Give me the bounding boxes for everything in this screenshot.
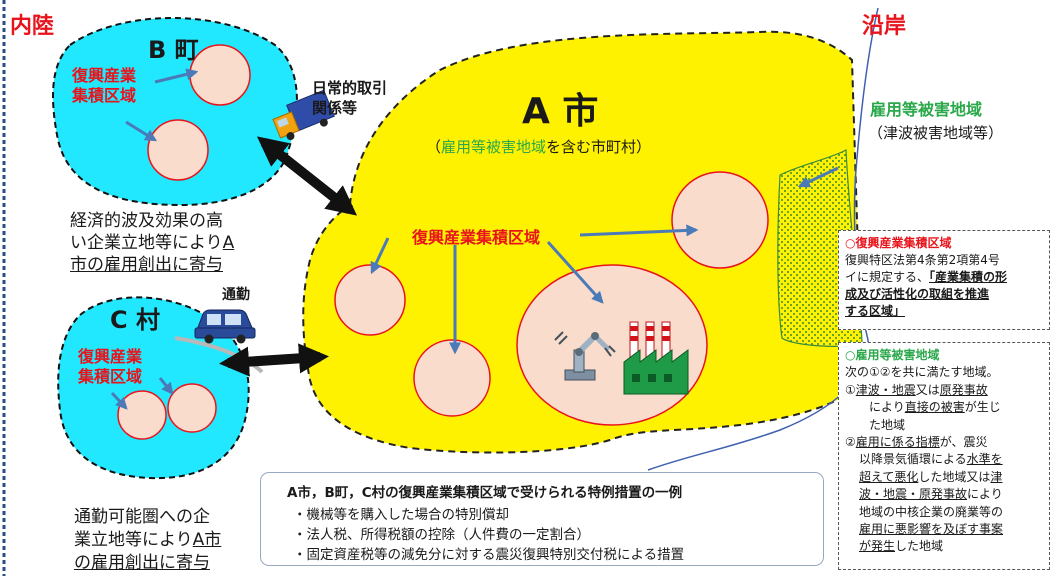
village-c-effect-line-2: 業立地等によりA市 <box>74 530 222 550</box>
zone-circle-a-2 <box>413 339 491 417</box>
note-zone-line-2: イに規定する、「産業集積の形 <box>845 270 1008 284</box>
note-zone-definition: ○復興産業集積区域 復興特区法第4条第2項第4号 イに規定する、「産業集積の形 … <box>838 230 1050 330</box>
note-damage-intro: 次の①②を共に満たす地域。 <box>845 365 999 380</box>
city-a-zone-label: 復興産業集積区域 <box>412 228 541 247</box>
note-zone-line-1: 復興特区法第4条第2項第4号 <box>845 253 1000 267</box>
town-b-zone-label-1: 復興産業 <box>72 66 137 85</box>
village-c-zone-label-1: 復興産業 <box>78 347 143 366</box>
village-c-name: C 村 <box>110 306 160 334</box>
note-damage-c2-line-6: 雇用に悪影響を及ぼす事案 <box>859 522 1004 537</box>
note-damage-c1-line-2: により直接の被害が生じ <box>869 400 1001 415</box>
village-c-effect-line-3: の雇用創出に寄与 <box>74 553 210 573</box>
town-b-name: B 町 <box>148 36 199 64</box>
commute-arrow <box>219 343 329 377</box>
note-zone-heading: ○復興産業集積区域 <box>845 236 952 250</box>
note-damage-c2-line-1: ②雇用に係る指標が、震災 <box>845 435 988 450</box>
special-measures-item: ・固定資産税等の減免分に対する震災復興特別交付税による措置 <box>293 547 685 563</box>
car-icon <box>194 309 256 344</box>
city-a-name: A 市 <box>522 91 599 132</box>
factory-icon <box>623 321 689 395</box>
note-damage-c2-line-2: 以降景気循環による水準を <box>859 452 1003 467</box>
note-damage-definition: ○雇用等被害地域 次の①②を共に満たす地域。 ①津波・地震又は原発事故 により直… <box>838 342 1050 570</box>
town-b-effect-line-1: 経済的波及効果の高 <box>70 211 223 231</box>
note-damage-c1-line-3: た地域 <box>869 417 906 432</box>
zone-circle-c-2 <box>167 383 217 433</box>
village-c-effect-text: 通勤可能圏への企 業立地等によりA市 の雇用創出に寄与 <box>74 506 221 575</box>
special-measures-title: A市，B町，C村の復興産業集積区域で受けられる特例措置の一例 <box>287 485 683 501</box>
zone-circle-b-1 <box>189 44 251 106</box>
damage-area-subtitle: （津波被害地域等） <box>868 124 1004 142</box>
note-damage-c2-line-7: が発生した地域 <box>859 539 944 554</box>
trade-arrow <box>256 136 358 216</box>
region-coast: 沿岸 <box>862 14 907 39</box>
zone-circle-b-2 <box>147 119 209 181</box>
commute-label: 通勤 <box>222 287 250 303</box>
town-b-effect-line-2: い企業立地等によりA <box>70 233 235 253</box>
zone-circle-c-1 <box>117 390 167 440</box>
special-measures-item: ・機械等を購入した場合の特別償却 <box>293 507 509 523</box>
city-a-subtitle: （雇用等被害地域を含む市町村） <box>426 138 652 156</box>
note-damage-heading: ○雇用等被害地域 <box>845 348 940 362</box>
note-damage-c1-line-1: ①津波・地震又は原発事故 <box>845 382 988 397</box>
region-inland: 内陸 <box>10 14 55 39</box>
zone-circle-a-3 <box>516 264 708 426</box>
note-damage-c2-line-3: 超えて悪化した地域又は津 <box>859 469 1003 484</box>
robot-arm-icon <box>554 331 616 381</box>
zone-circle-a-1 <box>334 264 406 336</box>
trade-label: 日常的取引 関係等 <box>312 79 388 117</box>
special-measures-box: A市，B町，C村の復興産業集積区域で受けられる特例措置の一例 ・機械等を購入した… <box>260 472 824 566</box>
truck-icon <box>272 89 335 141</box>
village-c-zone-label-2: 集積区域 <box>78 367 143 386</box>
note-damage-c2-line-4: 波・地震・原発事故により <box>859 487 1003 502</box>
note-zone-line-3: 成及び活性化の取組を推進 <box>845 287 990 301</box>
town-b-effect-text: 経済的波及効果の高 い企業立地等によりA 市の雇用創出に寄与 <box>70 210 234 276</box>
zone-circle-a-4 <box>671 171 769 269</box>
coastline <box>647 7 879 471</box>
note-zone-line-4: する区域」 <box>845 304 906 318</box>
damage-area-title: 雇用等被害地域 <box>870 100 983 119</box>
town-b-zone-label-2: 集積区域 <box>72 86 137 105</box>
special-measures-item: ・法人税、所得税額の控除（人件費の一定割合） <box>293 527 590 543</box>
zone-pointer-arrows <box>110 68 839 410</box>
town-b-effect-line-3: 市の雇用創出に寄与 <box>70 255 223 275</box>
village-c-effect-line-1: 通勤可能圏への企 <box>74 507 210 527</box>
note-damage-c2-line-5: 地域の中核企業の廃業等の <box>859 504 1004 519</box>
